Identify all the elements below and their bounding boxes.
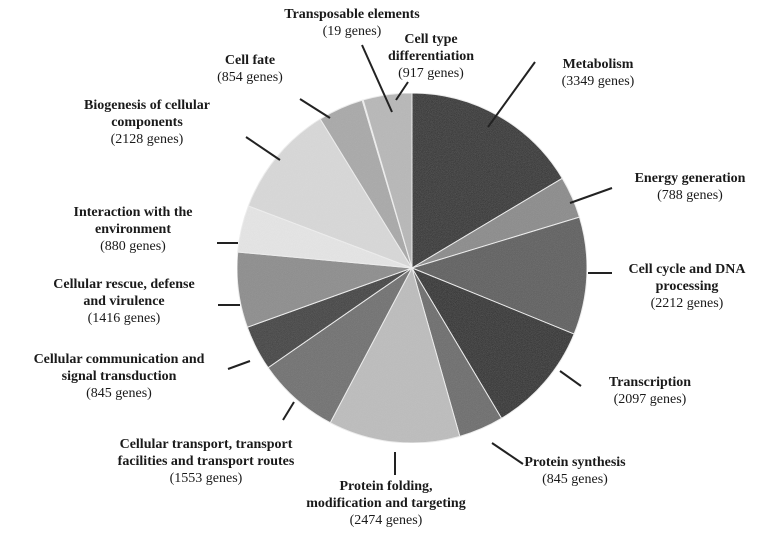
slice-label-count: (845 genes) bbox=[86, 386, 152, 401]
slice-label-name: Interaction with the bbox=[73, 205, 193, 220]
pie-slice bbox=[247, 118, 414, 269]
slice-label-cellcycle: Cell cycle and DNA processing (2212 genes) bbox=[628, 261, 745, 312]
leader-line bbox=[245, 136, 281, 161]
leader-line bbox=[361, 44, 393, 113]
slice-label-name: facilities and transport routes bbox=[117, 454, 295, 469]
leader-line bbox=[487, 61, 536, 128]
slice-label-count: (2097 genes) bbox=[613, 392, 687, 407]
slice-label-count: (19 genes) bbox=[322, 24, 382, 39]
slice-label-energy: Energy generation (788 genes) bbox=[635, 170, 746, 204]
slice-label-count: (1553 genes) bbox=[169, 471, 243, 486]
slice-label-name: Transcription bbox=[608, 375, 692, 390]
slice-label-rescue: Cellular rescue, defense and virulence (14… bbox=[53, 276, 194, 327]
slice-label-name: Energy generation bbox=[634, 171, 746, 186]
leader-line bbox=[559, 370, 582, 387]
slice-label-count: (917 genes) bbox=[398, 66, 464, 81]
slice-label-count: (845 genes) bbox=[542, 472, 608, 487]
slice-label-biogenesis: Biogenesis of cellular components (2128 ge… bbox=[84, 97, 210, 148]
slice-label-count: (788 genes) bbox=[657, 188, 723, 203]
slice-label-count: (3349 genes) bbox=[561, 74, 635, 89]
slice-label-name: signal transduction bbox=[61, 369, 177, 384]
slice-label-count: (2474 genes) bbox=[349, 513, 423, 528]
slice-label-cellfate: Cell fate (854 genes) bbox=[217, 52, 283, 86]
slice-label-name: modification and targeting bbox=[306, 496, 466, 511]
pie-slice bbox=[410, 216, 588, 335]
slice-label-name: Cell fate bbox=[224, 53, 276, 68]
leader-line bbox=[299, 98, 331, 119]
slice-label-name: Cellular transport, transport bbox=[119, 437, 293, 452]
slice-label-name: differentiation bbox=[387, 49, 475, 64]
slice-label-metabolism: Metabolism (3349 genes) bbox=[562, 56, 635, 90]
slice-label-name: environment bbox=[95, 222, 171, 237]
leader-line bbox=[491, 442, 524, 465]
slice-label-celltype: Cell type differentiation (917 genes) bbox=[388, 31, 474, 82]
slice-label-name: Cell type bbox=[404, 32, 458, 47]
slice-label-name: Cellular communication and bbox=[33, 352, 205, 367]
slice-label-transcription: Transcription (2097 genes) bbox=[609, 374, 691, 408]
pie-slice bbox=[411, 92, 563, 269]
leader-line bbox=[569, 187, 613, 204]
slice-label-name: Cell cycle and DNA bbox=[628, 262, 746, 277]
leader-line bbox=[227, 360, 251, 370]
leader-line bbox=[395, 81, 409, 101]
slice-label-name: and virulence bbox=[83, 294, 165, 309]
slice-label-name: Transposable elements bbox=[284, 7, 420, 22]
slice-label-count: (2212 genes) bbox=[650, 296, 724, 311]
slice-label-name: processing bbox=[655, 279, 719, 294]
slice-label-name: Cellular rescue, defense bbox=[53, 277, 195, 292]
leader-line bbox=[282, 401, 295, 421]
slice-label-name: Protein synthesis bbox=[524, 455, 626, 470]
slice-label-proteinfold: Protein folding, modification and targeti… bbox=[306, 478, 465, 529]
pie-slice bbox=[410, 266, 575, 420]
slice-label-count: (880 genes) bbox=[100, 239, 166, 254]
slice-label-name: Biogenesis of cellular bbox=[84, 98, 210, 113]
slice-label-name: Metabolism bbox=[562, 57, 634, 72]
slice-label-environment: Interaction with the environment (880 gene… bbox=[74, 204, 193, 255]
pie-slice bbox=[362, 92, 413, 269]
slice-label-name: components bbox=[111, 115, 183, 130]
leader-lines bbox=[217, 44, 613, 475]
slice-label-transport: Cellular transport, transport facilities … bbox=[118, 436, 295, 487]
slice-label-count: (854 genes) bbox=[217, 70, 283, 85]
slice-label-transposable: Transposable elements (19 genes) bbox=[284, 6, 419, 40]
slice-label-communication: Cellular communication and signal transdu… bbox=[34, 351, 205, 402]
slice-label-proteinsyn: Protein synthesis (845 genes) bbox=[524, 454, 625, 488]
pie-slices bbox=[236, 92, 588, 444]
slice-label-name: Protein folding, bbox=[339, 479, 433, 494]
pie-slice bbox=[329, 266, 461, 444]
slice-label-count: (2128 genes) bbox=[110, 132, 184, 147]
slice-label-count: (1416 genes) bbox=[87, 311, 161, 326]
